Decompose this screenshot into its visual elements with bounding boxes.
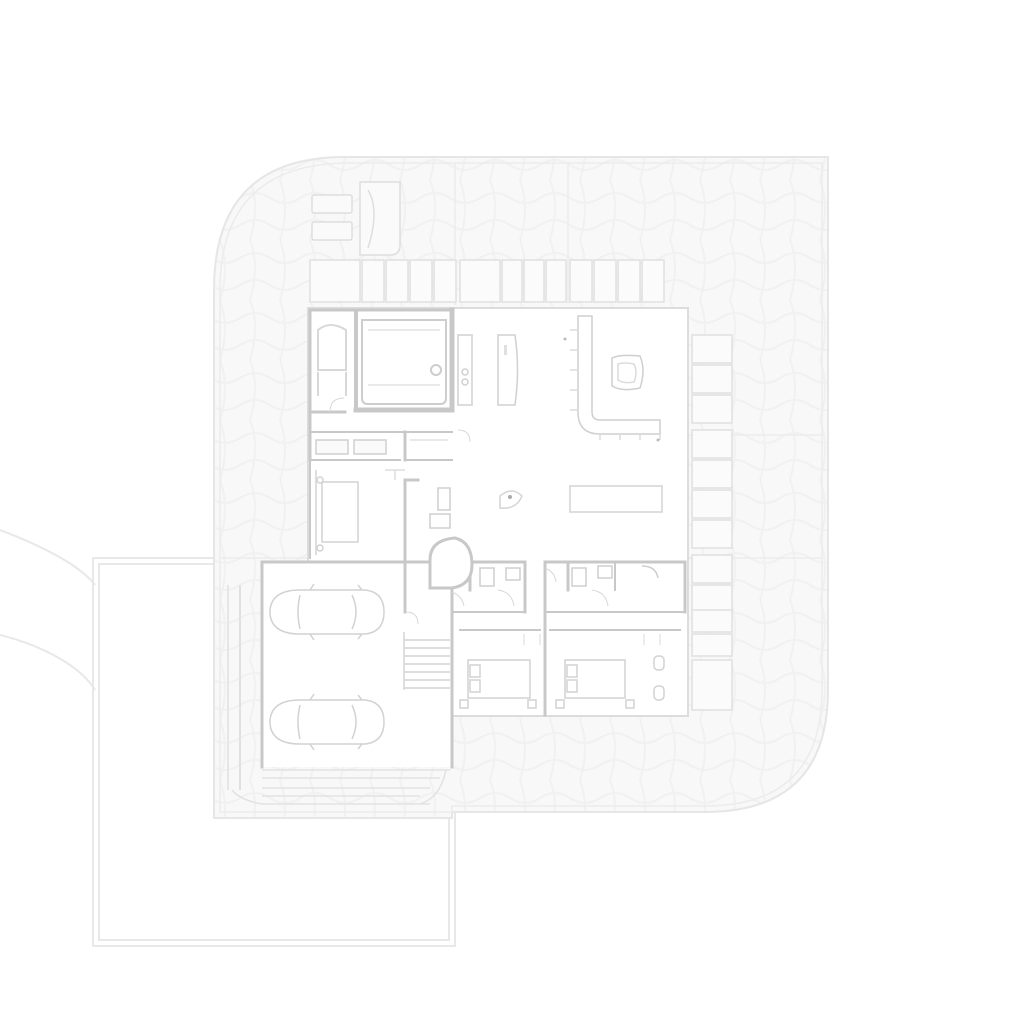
loungers	[311, 181, 401, 256]
dining-table	[499, 485, 663, 513]
stairs	[403, 632, 450, 690]
bed-icon	[555, 655, 665, 709]
door-swings	[329, 397, 661, 645]
bed-icon	[459, 659, 537, 709]
rotunda	[428, 536, 474, 590]
fixtures	[315, 334, 519, 455]
walls	[260, 307, 687, 769]
wc-fixtures	[429, 487, 659, 587]
step-pavers-right	[691, 334, 733, 711]
terrace-grid	[220, 163, 822, 559]
sofa	[563, 315, 661, 442]
car-icon	[269, 583, 385, 641]
sunken-tub	[317, 319, 447, 405]
step-pavers-top	[309, 259, 665, 303]
car-icon	[269, 693, 385, 751]
media-room	[315, 469, 405, 555]
